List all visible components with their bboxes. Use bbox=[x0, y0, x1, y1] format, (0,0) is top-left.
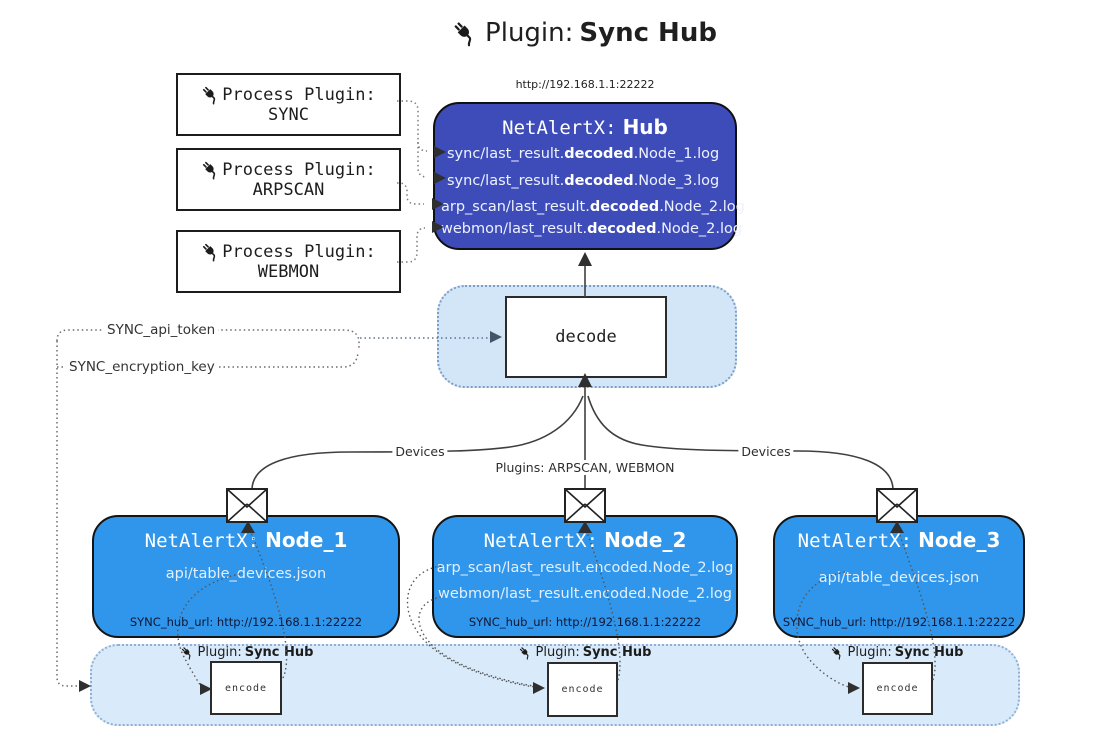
hub-title: NetAlertX: Hub bbox=[502, 115, 668, 139]
netalertx-node1-box: NetAlertX: Node_1 api/table_devices.json… bbox=[92, 515, 400, 638]
node-title: NetAlertX: Node_2 bbox=[483, 528, 687, 552]
page-title: Plugin: Sync Hub bbox=[26, 18, 1117, 48]
plugins-edge-label-center: Plugins: ARPSCAN, WEBMON bbox=[492, 460, 678, 475]
netalertx-node3-box: NetAlertX: Node_3 api/table_devices.json… bbox=[773, 515, 1025, 638]
process-plugin-label: Process Plugin: bbox=[222, 241, 376, 262]
decode-box: decode bbox=[505, 296, 667, 378]
encode-box: encode bbox=[547, 662, 618, 717]
plug-icon bbox=[831, 646, 845, 660]
node-file: arp_scan/last_result.encoded.Node_2.log bbox=[436, 560, 734, 576]
band-plugin-label: Plugin:Sync Hub bbox=[519, 645, 651, 660]
devices-edge-label-right: Devices bbox=[738, 444, 794, 459]
node-file: api/table_devices.json bbox=[818, 570, 980, 586]
band-plugin-label: Plugin:Sync Hub bbox=[831, 645, 963, 660]
process-plugin-name: ARPSCAN bbox=[252, 179, 325, 200]
process-plugin-webmon-box: Process Plugin: WEBMON bbox=[176, 230, 401, 293]
node-title: NetAlertX: Node_1 bbox=[144, 528, 348, 552]
band-plugin-label: Plugin:Sync Hub bbox=[181, 645, 313, 660]
encode-box: encode bbox=[210, 661, 282, 715]
node-hub-url: SYNC_hub_url: http://192.168.1.1:22222 bbox=[129, 615, 363, 629]
encode-box: encode bbox=[862, 662, 933, 715]
plug-icon bbox=[201, 160, 221, 180]
sync-api-token-label: SYNC_api_token bbox=[104, 322, 219, 338]
plug-icon bbox=[201, 242, 221, 262]
hub-log-line: webmon/last_result.decoded.Node_2.log bbox=[441, 221, 743, 237]
process-plugin-name: WEBMON bbox=[257, 261, 320, 282]
devices-edge-label-left: Devices bbox=[392, 444, 448, 459]
node-hub-url: SYNC_hub_url: http://192.168.1.1:22222 bbox=[468, 615, 702, 629]
page-title-name: Sync Hub bbox=[579, 18, 717, 48]
process-plugin-arpscan-box: Process Plugin: ARPSCAN bbox=[176, 148, 401, 211]
plug-icon bbox=[181, 646, 195, 660]
process-plugin-name: SYNC bbox=[268, 104, 309, 125]
process-plugin-label: Process Plugin: bbox=[222, 159, 376, 180]
hub-log-line: sync/last_result.decoded.Node_1.log bbox=[447, 146, 720, 162]
plugin-dotted-connectors bbox=[397, 100, 428, 263]
node-file: api/table_devices.json bbox=[165, 566, 327, 582]
node-title: NetAlertX: Node_3 bbox=[797, 528, 1001, 552]
hub-log-line: sync/last_result.decoded.Node_3.log bbox=[447, 173, 720, 189]
plug-icon bbox=[452, 20, 479, 47]
process-plugin-sync-box: Process Plugin: SYNC bbox=[176, 73, 401, 136]
hub-url-label: http://192.168.1.1:22222 bbox=[515, 78, 655, 91]
hub-log-line: arp_scan/last_result.decoded.Node_2.log bbox=[441, 199, 745, 215]
sync-encryption-key-label: SYNC_encryption_key bbox=[66, 359, 218, 375]
plug-icon bbox=[201, 85, 221, 105]
netalertx-node2-box: NetAlertX: Node_2 arp_scan/last_result.e… bbox=[432, 515, 738, 638]
node-hub-url: SYNC_hub_url: http://192.168.1.1:22222 bbox=[782, 615, 1016, 629]
netalertx-hub-box: NetAlertX: Hub sync/last_result.decoded.… bbox=[433, 102, 745, 250]
process-plugin-label: Process Plugin: bbox=[222, 84, 376, 105]
plug-icon bbox=[519, 646, 533, 660]
page-title-prefix: Plugin: bbox=[485, 18, 574, 48]
node-file: webmon/last_result.encoded.Node_2.log bbox=[437, 586, 732, 602]
